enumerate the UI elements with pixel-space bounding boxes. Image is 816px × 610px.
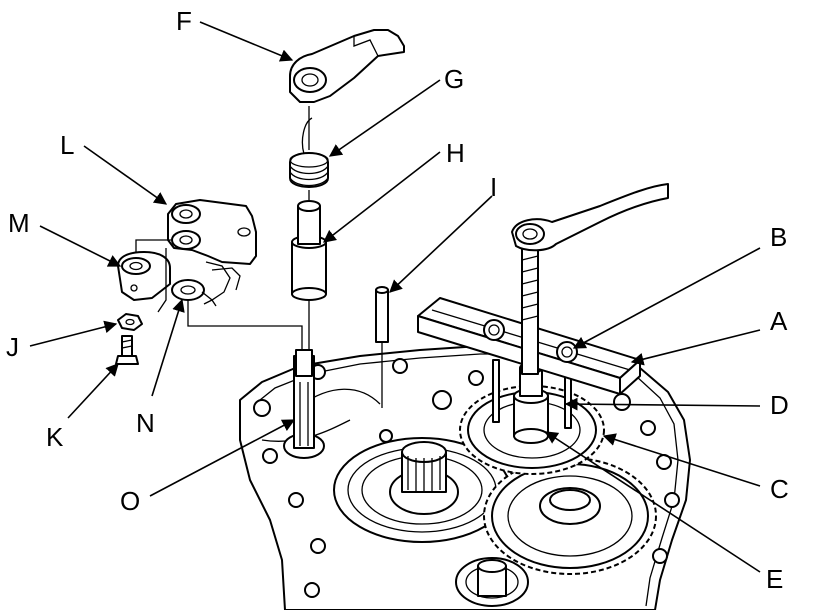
bracket-M — [117, 251, 171, 301]
label-I: I — [490, 172, 497, 202]
puller-bolt-B — [483, 319, 578, 363]
label-C: C — [770, 474, 789, 504]
label-K: K — [46, 422, 64, 452]
dowel-pin-I — [375, 286, 389, 343]
leader-O — [149, 419, 296, 497]
leader-F — [199, 21, 294, 62]
bolt-K — [115, 335, 139, 365]
label-J: J — [6, 332, 19, 362]
label-B: B — [770, 222, 787, 252]
shift-lever-F — [289, 29, 405, 103]
callout-labels: F G H I L M J K N O B A D C E — [6, 6, 789, 594]
leader-E — [544, 431, 761, 573]
label-L: L — [60, 130, 74, 160]
label-F: F — [176, 6, 192, 36]
housing-bolt-holes — [253, 358, 680, 598]
leader-lines — [29, 21, 761, 573]
shift-shaft-O — [283, 349, 325, 459]
leader-M — [39, 225, 122, 267]
leader-D — [564, 397, 761, 411]
leader-L — [83, 145, 168, 205]
leader-J — [29, 320, 118, 347]
nut-J — [117, 313, 143, 331]
leader-A — [630, 329, 761, 366]
puller-center-screw — [521, 237, 539, 375]
label-H: H — [446, 138, 465, 168]
label-E: E — [766, 564, 783, 594]
leader-N — [151, 298, 185, 397]
label-N: N — [136, 408, 155, 438]
countershaft-gear — [483, 457, 657, 575]
collar-H — [291, 200, 327, 301]
leader-H — [322, 151, 441, 243]
leader-B — [572, 247, 761, 349]
leader-C — [602, 433, 761, 487]
washer-N — [171, 279, 217, 307]
label-O: O — [120, 486, 140, 516]
interlock-L — [167, 199, 257, 305]
label-A: A — [770, 306, 788, 336]
mainshaft-bearing — [333, 437, 511, 543]
lower-bearing — [455, 557, 529, 607]
alignment-lines — [135, 106, 383, 408]
leader-K — [67, 363, 119, 419]
wrench-handle — [511, 183, 669, 252]
leader-G — [328, 79, 441, 157]
label-D: D — [770, 390, 789, 420]
spring-G — [289, 117, 329, 188]
label-M: M — [8, 208, 30, 238]
label-G: G — [444, 64, 464, 94]
leader-I — [389, 195, 493, 293]
